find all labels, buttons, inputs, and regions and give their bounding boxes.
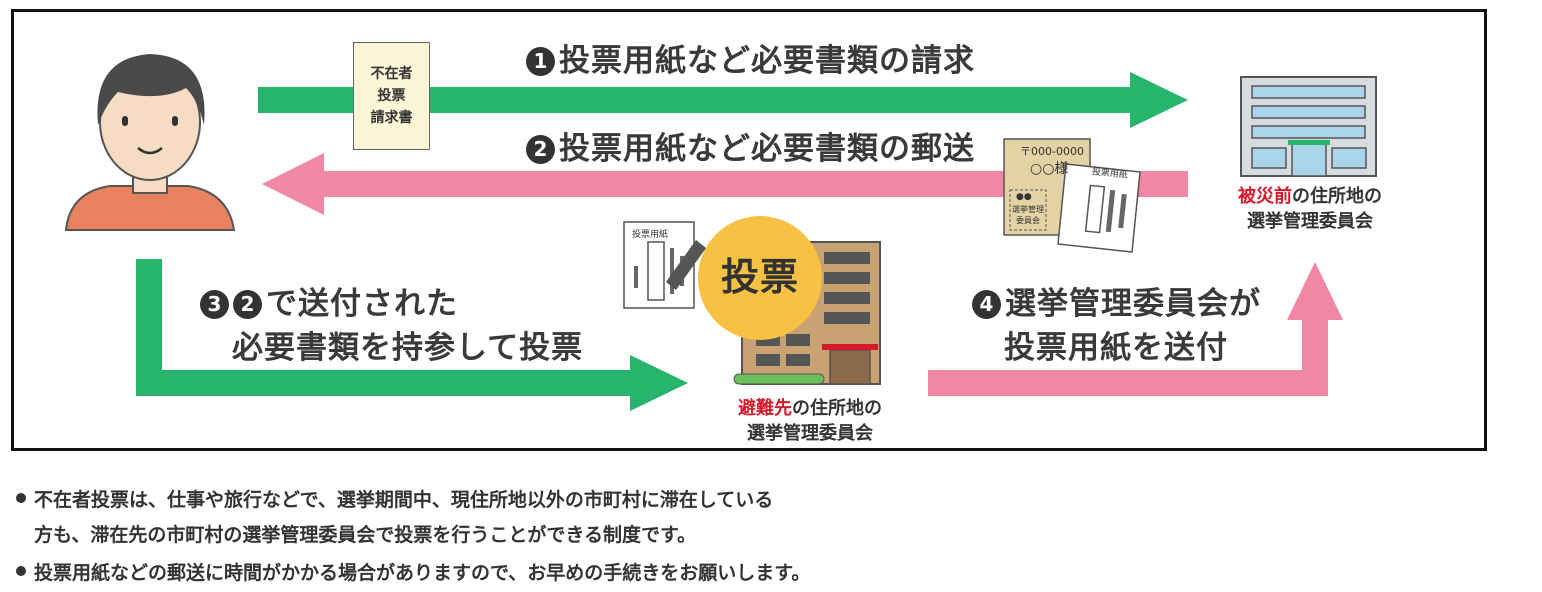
- request-card-line3: 請求書: [370, 110, 413, 126]
- envelope-postal: 〒000-0000: [1020, 145, 1084, 158]
- request-form-card: 不在者 投票 請求書: [353, 42, 430, 150]
- home-office-rest: の住所地の: [1292, 186, 1382, 207]
- ballot-paper-with-pencil-icon: [623, 221, 706, 309]
- person-icon: [64, 54, 236, 231]
- arrow-mail-back: [262, 153, 1188, 215]
- evac-office-highlight: 避難先: [738, 398, 792, 419]
- home-office-line2: 選挙管理委員会: [1247, 211, 1373, 232]
- step3-line2: 必要書類を持参して投票: [232, 330, 584, 366]
- evac-office-label: 避難先の住所地の 選挙管理委員会: [720, 396, 900, 446]
- ballot-paper-title-left: 投票用紙: [632, 230, 669, 240]
- arrow-bring-to-vote: [136, 259, 688, 411]
- envelope-marks: ●●: [1016, 192, 1032, 202]
- note-line3: 投票用紙などの郵送に時間がかかる場合がありますので、お早めの手続きをお願いします…: [34, 562, 811, 584]
- step4-line1: 選挙管理委員会が: [1005, 286, 1261, 322]
- step3-line1: で送付された: [266, 286, 458, 322]
- step4-number: 4: [972, 290, 1001, 319]
- vote-circle: [698, 216, 822, 340]
- note-item-1: 不在者投票は、仕事や旅行などで、選挙期間中、現住所地以外の市町村に滞在している: [16, 485, 773, 512]
- bullet-icon: [16, 493, 26, 503]
- step1-text: 投票用紙など必要書類の請求: [559, 43, 975, 79]
- note-line2: 方も、滞在先の市町村の選挙管理委員会で投票を行うことができる制度です。: [34, 524, 697, 546]
- envelope-name: ○○様: [1030, 161, 1069, 177]
- evac-office-line2: 選挙管理委員会: [747, 423, 873, 444]
- step1-number: 1: [526, 47, 555, 76]
- envelope-sender-line2: 委員会: [1016, 216, 1040, 225]
- step3-ref-number: 2: [233, 290, 262, 319]
- note-line1: 不在者投票は、仕事や旅行などで、選挙期間中、現住所地以外の市町村に滞在している: [34, 489, 774, 511]
- step2-text: 投票用紙など必要書類の郵送: [559, 131, 975, 167]
- note-item-2: 投票用紙などの郵送に時間がかかる場合がありますので、お早めの手続きをお願いします…: [16, 558, 810, 585]
- step3-number: 3: [200, 290, 229, 319]
- arrow-request: [258, 72, 1188, 128]
- envelope-sender: 選挙管理 委員会: [1012, 204, 1044, 226]
- arrow-send-ballot: [928, 262, 1343, 396]
- evac-office-rest: の住所地の: [792, 398, 882, 419]
- bullet-icon: [16, 566, 26, 576]
- request-card-line2: 投票: [377, 88, 406, 104]
- envelope-sender-line1: 選挙管理: [1012, 205, 1044, 214]
- home-office-highlight: 被災前: [1238, 186, 1292, 207]
- step4-line2: 投票用紙を送付: [1004, 330, 1228, 366]
- vote-label: 投票: [720, 255, 799, 299]
- building-home-office: [1240, 76, 1377, 177]
- request-card-line1: 不在者: [370, 66, 413, 82]
- step2-number: 2: [526, 135, 555, 164]
- home-office-label: 被災前の住所地の 選挙管理委員会: [1225, 184, 1395, 234]
- diagram-frame: [11, 9, 1487, 451]
- ballot-papers-icon: [1057, 163, 1141, 253]
